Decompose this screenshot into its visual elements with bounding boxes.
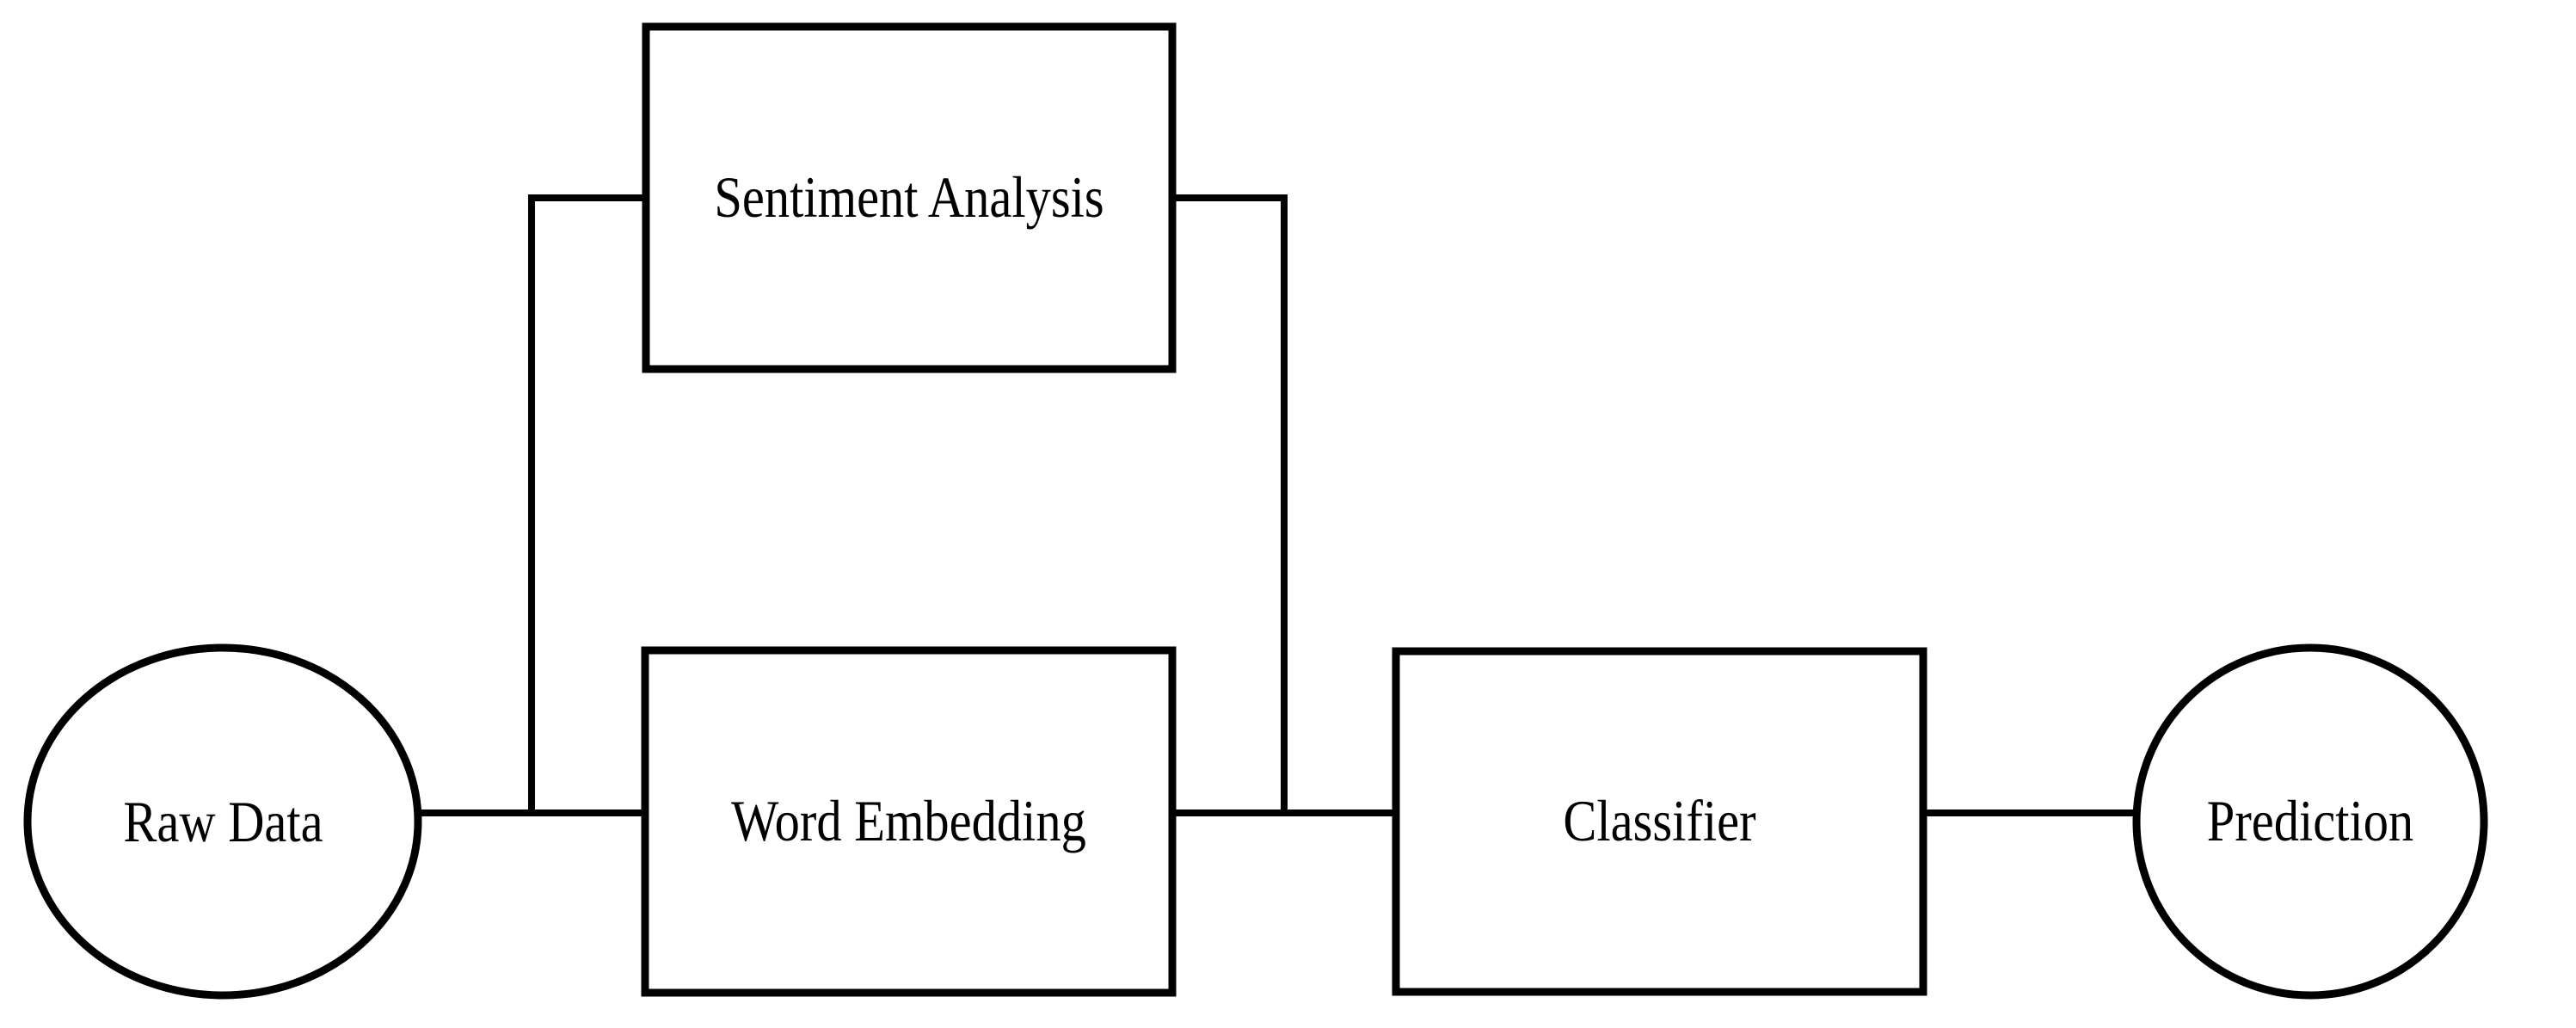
node-classifier[interactable]: [1392, 647, 1927, 996]
node-word-embedding[interactable]: [641, 646, 1177, 997]
edge-raw-data-to-sentiment-analysis: [528, 194, 646, 813]
node-prediction[interactable]: [2132, 643, 2488, 1000]
edge-layer: [418, 194, 2138, 816]
node-layer: [23, 22, 2488, 1000]
edge-sentiment-analysis-to-classifier: [1172, 194, 1288, 813]
node-raw-data[interactable]: [23, 643, 422, 1000]
node-sentiment-analysis[interactable]: [642, 22, 1177, 373]
